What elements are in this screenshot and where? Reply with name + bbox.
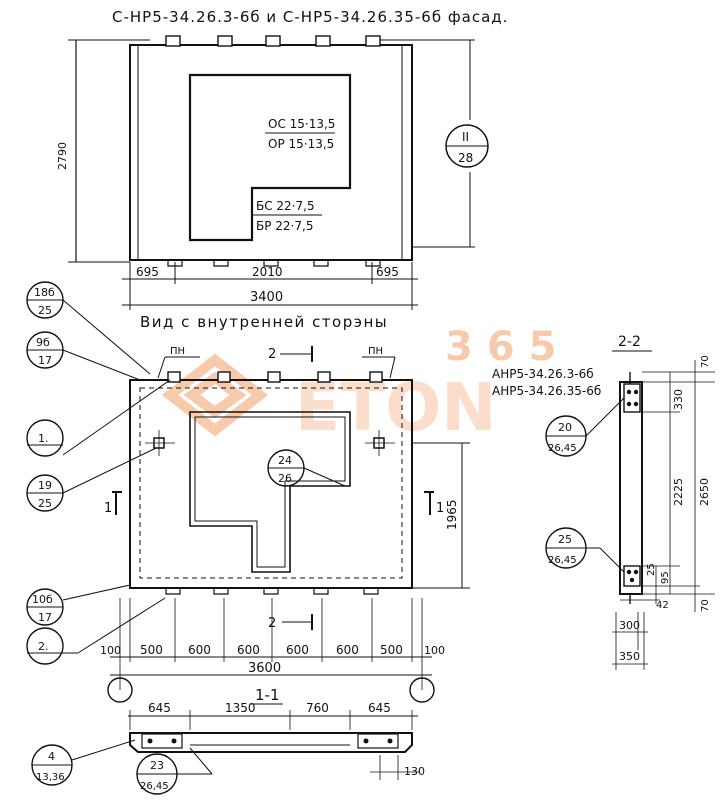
svg-text:26,45: 26,45	[548, 443, 577, 454]
inside-dim-3: 600	[188, 643, 211, 657]
inside-dim-4: 600	[237, 643, 260, 657]
section-2-2: 2-2 АНР5-34.26.3-6б АНР5-34.26.35-6б	[492, 334, 715, 670]
facade-door-label-1: БС 22·7,5	[256, 199, 315, 213]
svg-text:23: 23	[150, 759, 164, 772]
s22-dim-350: 350	[619, 650, 640, 663]
watermark-logo-icon	[161, 353, 269, 437]
facade-view: 2790 ОС 15·13,5 ОР 15·13,5 БС 22·7,5 БР …	[56, 35, 489, 310]
svg-text:17: 17	[38, 354, 52, 367]
s22-dim-25: 25	[646, 563, 657, 576]
facade-total-dim: 3400	[250, 290, 283, 305]
svg-text:26,45: 26,45	[548, 555, 577, 566]
svg-text:18б: 18б	[34, 286, 55, 299]
inside-height-dim: 1965	[445, 499, 459, 530]
svg-text:10б: 10б	[32, 593, 53, 606]
inside-dim-7: 500	[380, 643, 403, 657]
facade-window-label-1: ОС 15·13,5	[268, 117, 335, 131]
section-1-1-dim-2: 1350	[225, 701, 256, 715]
callout-18b-25: 18б 25	[26, 281, 151, 375]
inside-dim-8: 100	[424, 644, 445, 657]
facade-height-dim: 2790	[56, 142, 69, 170]
svg-text:24: 24	[278, 454, 292, 467]
section-1-1-dim-4: 645	[368, 701, 391, 715]
inside-view: ПН ПН 2 2 1 1 1965 18б 25	[26, 281, 470, 703]
svg-text:20: 20	[558, 421, 572, 434]
svg-text:2.: 2.	[38, 640, 49, 653]
inside-opening	[189, 411, 351, 573]
s22-dim-42: 42	[656, 600, 669, 611]
svg-text:19: 19	[38, 479, 52, 492]
svg-text:25: 25	[38, 304, 52, 317]
s22-dim-330: 330	[672, 389, 685, 410]
svg-text:13,36: 13,36	[36, 772, 65, 783]
svg-text:26,45: 26,45	[140, 781, 169, 792]
callout-25-26-45: 25 26,45	[545, 527, 625, 573]
callout-20-26-45: 20 26,45	[545, 397, 625, 457]
callout-2: 2.	[26, 597, 166, 665]
section-2-2-title: 2-2	[618, 334, 641, 350]
callout-9b-17: 9б 17	[26, 331, 141, 381]
svg-text:26: 26	[278, 472, 292, 485]
s22-dim-95: 95	[660, 571, 671, 584]
axis-marker-right	[409, 677, 435, 703]
callout-24-26: 24 26	[267, 449, 346, 487]
facade-dim-mid: 2010	[252, 265, 283, 279]
svg-text:25: 25	[38, 497, 52, 510]
svg-text:28: 28	[458, 151, 473, 165]
section-1-1: 1-1 645 1350 760 645 130 4	[31, 686, 425, 795]
axis-marker-left	[107, 677, 133, 703]
section-mark-1-right: 1	[436, 501, 444, 516]
section-1-1-dim-1: 645	[148, 701, 171, 715]
s22-dim-2650: 2650	[698, 478, 711, 506]
pn-label-left: ПН	[170, 346, 185, 357]
facade-dim-left: 695	[136, 265, 159, 279]
inside-dim-2: 500	[140, 643, 163, 657]
section-mark-1-left: 1	[104, 501, 112, 516]
facade-door-label-2: БР 22·7,5	[256, 219, 313, 233]
sheet-title: С-НР5-34.26.3-6б и С-НР5-34.26.35-6б фас…	[112, 8, 508, 26]
section-mark-2-top: 2	[268, 347, 276, 362]
callout-10b-17: 10б 17	[26, 584, 131, 626]
callout-19-25: 19 25	[26, 447, 157, 512]
section-1-1-dim-3: 760	[306, 701, 329, 715]
section-1-1-title: 1-1	[255, 686, 280, 704]
section-2-2-label-2: АНР5-34.26.35-6б	[492, 384, 601, 398]
facade-window-opening	[188, 73, 352, 242]
s22-dim-70-top: 70	[700, 355, 711, 368]
svg-text:4: 4	[48, 750, 55, 763]
inside-total-dim: 3600	[248, 661, 281, 676]
inside-dim-5: 600	[286, 643, 309, 657]
inside-view-title: Вид с внутренней сторэны	[140, 313, 388, 331]
inside-dim-1: 100	[100, 644, 121, 657]
section-2-2-label-1: АНР5-34.26.3-6б	[492, 367, 594, 381]
s22-dim-2225: 2225	[672, 478, 685, 506]
svg-text:1.: 1.	[38, 432, 49, 445]
facade-dim-right: 695	[376, 265, 399, 279]
watermark-number: 365	[445, 324, 571, 370]
callout-4-13-36: 4 13,36	[31, 739, 136, 786]
svg-text:9б: 9б	[36, 336, 50, 349]
svg-text:II: II	[462, 130, 469, 144]
svg-text:25: 25	[558, 533, 572, 546]
inside-dim-6: 600	[336, 643, 359, 657]
section-1-1-profile	[129, 732, 413, 753]
pn-label-right: ПН	[368, 346, 383, 357]
callout-1: 1.	[26, 379, 171, 457]
s22-dim-300: 300	[619, 619, 640, 632]
s22-dim-70-bottom: 70	[700, 599, 711, 612]
section-2-2-profile	[619, 381, 643, 595]
svg-text:17: 17	[38, 611, 52, 624]
section-1-1-dim-130: 130	[404, 765, 425, 778]
callout-23-26-45: 23 26,45	[136, 747, 213, 795]
facade-callout: II 28	[445, 124, 489, 168]
facade-window-label-2: ОР 15·13,5	[268, 137, 334, 151]
